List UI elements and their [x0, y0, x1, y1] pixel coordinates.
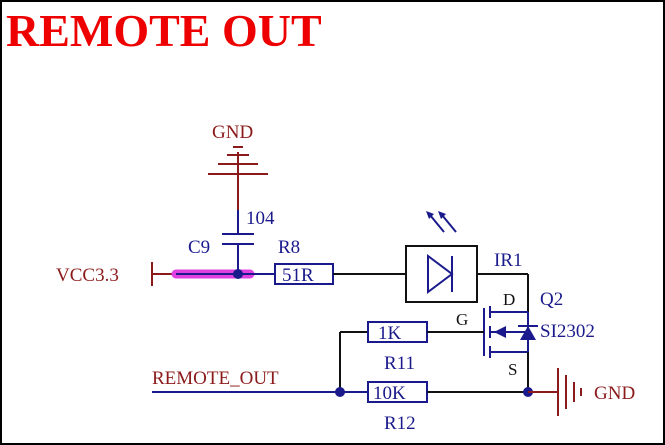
- gnd-top-symbol: [208, 146, 268, 210]
- ir1-ref: IR1: [494, 250, 523, 271]
- remote-out-label: REMOTE_OUT: [152, 368, 279, 389]
- gnd-right-symbol: [528, 368, 582, 416]
- q2-pin-s: S: [508, 360, 517, 379]
- c9-value: 104: [246, 208, 275, 229]
- sheet-title: REMOTE OUT: [6, 5, 322, 56]
- gnd-top-label: GND: [212, 122, 253, 143]
- ir-led-ir1: [405, 211, 478, 303]
- vcc-label: VCC3.3: [56, 265, 119, 286]
- gnd-right-label: GND: [594, 383, 635, 404]
- r11-ref: R11: [384, 353, 415, 374]
- junction-remote-out: [335, 387, 345, 397]
- r12-value: 10K: [373, 383, 406, 404]
- r11-value: 1K: [378, 323, 402, 344]
- r8-value: 51R: [282, 265, 314, 286]
- junction-c9: [233, 269, 243, 279]
- q2-pin-d: D: [503, 290, 515, 309]
- q2-value: SI2302: [540, 321, 595, 342]
- c9-ref: C9: [188, 237, 210, 258]
- r8-ref: R8: [278, 237, 300, 258]
- mosfet-q2: [483, 306, 538, 358]
- q2-ref: Q2: [540, 289, 563, 310]
- r12-ref: R12: [384, 413, 416, 434]
- q2-pin-g: G: [456, 310, 468, 329]
